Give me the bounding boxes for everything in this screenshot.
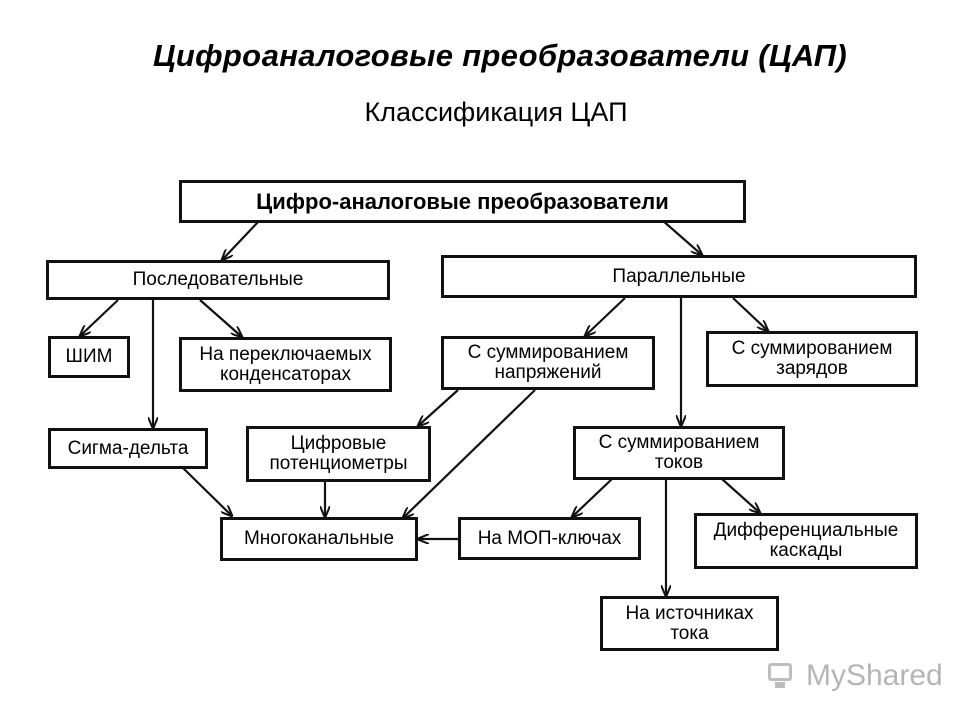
node-sequential: Последовательные [46,260,390,300]
watermark-text: MyShared [806,659,943,692]
watermark: MyShared [766,656,943,696]
node-digital-potentiometers: Цифровые потенциометры [246,426,431,482]
arrow-sequential-pwm [80,299,119,336]
page-subtitle: Классификация ЦАП [364,97,628,127]
arrow-parallel-charge [732,297,768,331]
node-current-summation: С суммированием токов [573,426,785,480]
arrow-parallel-voltage [585,297,626,336]
page-title: Цифроаналоговые преобразователи (ЦАП) [153,38,847,73]
arrow-sequential-capacitors [199,299,242,337]
node-root: Цифро-аналоговые преобразователи [179,180,746,223]
monitor-icon [766,661,800,691]
arrow-voltage-multichannel [403,389,536,518]
node-switched-capacitors: На переключаемых конденсаторах [179,337,392,392]
node-charge-summation: С суммированием зарядов [706,331,918,387]
arrow-root-sequential [222,221,259,260]
arrow-root-parallel [661,219,702,255]
node-mos-switches: На МОП-ключах [458,517,641,560]
node-parallel: Параллельные [441,255,917,298]
arrow-current-differential [721,478,760,513]
arrow-voltage-digitalpot [418,389,459,426]
node-voltage-summation: С суммированием напряжений [441,336,655,390]
node-multichannel: Многоканальные [220,517,418,561]
node-pwm: ШИМ [48,336,130,378]
arrow-current-mos [572,478,613,517]
arrow-sigma-multichannel [182,467,232,516]
node-current-sources: На источниках тока [600,596,779,651]
node-sigma-delta: Сигма-дельта [48,428,208,469]
node-differential-stages: Дифференциальные каскады [694,513,918,569]
